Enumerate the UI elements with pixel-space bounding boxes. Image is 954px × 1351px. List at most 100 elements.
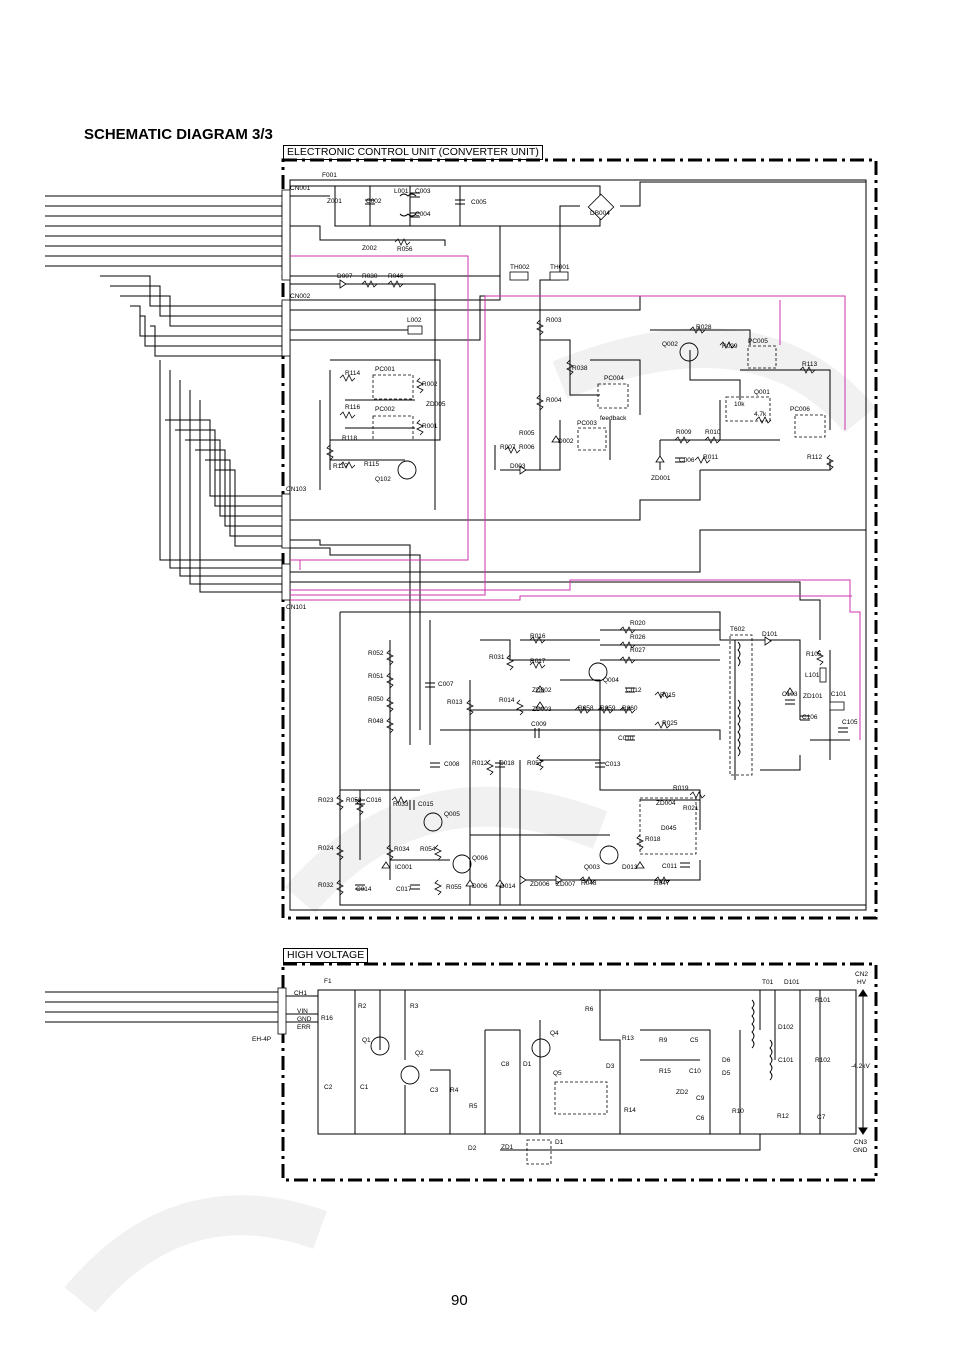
svg-text:D102: D102 bbox=[778, 1024, 794, 1031]
hv-arrow bbox=[858, 989, 868, 1135]
watermark-graphic bbox=[64, 328, 876, 1313]
hv-transformer bbox=[751, 999, 773, 1081]
svg-text:R046: R046 bbox=[388, 273, 404, 280]
svg-text:R13: R13 bbox=[622, 1035, 634, 1042]
svg-text:Z001: Z001 bbox=[327, 198, 342, 205]
svg-text:R007: R007 bbox=[500, 444, 516, 451]
ecu-labels: CN001 F001 Z001 C002 L001 C003 C004 C005… bbox=[286, 172, 858, 893]
svg-text:R101: R101 bbox=[815, 997, 831, 1004]
svg-text:CH1: CH1 bbox=[294, 990, 307, 997]
svg-text:R026: R026 bbox=[630, 634, 646, 641]
misc-parts bbox=[407, 193, 845, 711]
svg-text:R12: R12 bbox=[777, 1113, 789, 1120]
svg-text:D2: D2 bbox=[468, 1145, 477, 1152]
svg-text:Q006: Q006 bbox=[472, 855, 488, 862]
svg-text:C10: C10 bbox=[689, 1068, 701, 1075]
svg-text:GND: GND bbox=[297, 1016, 312, 1023]
svg-text:R025: R025 bbox=[662, 720, 678, 727]
svg-text:T602: T602 bbox=[730, 626, 745, 633]
svg-text:R105: R105 bbox=[806, 651, 822, 658]
svg-text:CN002: CN002 bbox=[290, 293, 311, 300]
svg-text:L002: L002 bbox=[407, 317, 422, 324]
svg-text:R048: R048 bbox=[368, 718, 384, 725]
svg-text:R054: R054 bbox=[420, 846, 436, 853]
svg-text:R030: R030 bbox=[362, 273, 378, 280]
highlight-wiring bbox=[290, 255, 861, 740]
hv-wiring bbox=[286, 989, 857, 1151]
svg-text:Z002: Z002 bbox=[362, 245, 377, 252]
svg-text:D1: D1 bbox=[523, 1061, 532, 1068]
svg-text:D013: D013 bbox=[622, 864, 638, 871]
svg-text:10k: 10k bbox=[734, 401, 745, 408]
svg-text:R001: R001 bbox=[422, 423, 438, 430]
svg-text:PC005: PC005 bbox=[748, 338, 768, 345]
svg-text:D007: D007 bbox=[337, 273, 353, 280]
svg-text:ZD007: ZD007 bbox=[556, 881, 576, 888]
hv-incoming-wires bbox=[45, 991, 278, 1023]
svg-text:D006: D006 bbox=[472, 883, 488, 890]
svg-text:R047: R047 bbox=[654, 880, 670, 887]
svg-text:VIN: VIN bbox=[297, 1008, 308, 1015]
svg-text:C016: C016 bbox=[366, 797, 382, 804]
svg-text:T01: T01 bbox=[762, 979, 774, 986]
svg-text:R050: R050 bbox=[368, 696, 384, 703]
svg-text:R011: R011 bbox=[703, 454, 718, 461]
svg-text:R118: R118 bbox=[342, 435, 357, 442]
svg-text:Q004: Q004 bbox=[603, 677, 619, 684]
svg-text:C005: C005 bbox=[471, 199, 487, 206]
svg-text:C5: C5 bbox=[690, 1037, 699, 1044]
svg-text:R052: R052 bbox=[368, 650, 384, 657]
cn2-label-line2: HV bbox=[857, 979, 867, 986]
hv-section-label: HIGH VOLTAGE bbox=[283, 948, 369, 963]
svg-text:Q102: Q102 bbox=[375, 476, 391, 483]
svg-text:feedback: feedback bbox=[600, 415, 627, 422]
svg-text:C014: C014 bbox=[356, 886, 372, 893]
svg-text:R053: R053 bbox=[346, 797, 362, 804]
svg-text:R027: R027 bbox=[630, 647, 646, 654]
svg-text:CN103: CN103 bbox=[286, 486, 307, 493]
svg-text:R10: R10 bbox=[732, 1108, 744, 1115]
svg-text:CN001: CN001 bbox=[290, 185, 311, 192]
svg-text:R019: R019 bbox=[673, 785, 689, 792]
svg-text:Q003: Q003 bbox=[584, 864, 600, 871]
svg-text:C017: C017 bbox=[396, 886, 412, 893]
svg-text:R017: R017 bbox=[530, 658, 546, 665]
resistor-symbols bbox=[326, 238, 834, 896]
svg-text:R4: R4 bbox=[450, 1087, 459, 1094]
svg-text:R14: R14 bbox=[624, 1107, 636, 1114]
svg-text:D3: D3 bbox=[606, 1063, 615, 1070]
svg-text:D002: D002 bbox=[558, 438, 574, 445]
hv-transistors bbox=[370, 1036, 551, 1085]
svg-text:Q002: Q002 bbox=[662, 341, 678, 348]
transistor-symbols bbox=[397, 342, 699, 874]
page-number: 90 bbox=[451, 1292, 468, 1309]
svg-text:ZD002: ZD002 bbox=[532, 687, 552, 694]
svg-text:R010: R010 bbox=[705, 429, 721, 436]
svg-text:R115: R115 bbox=[364, 461, 379, 468]
svg-text:C011: C011 bbox=[662, 863, 677, 870]
svg-text:ZD004: ZD004 bbox=[656, 800, 676, 807]
svg-text:R056: R056 bbox=[397, 246, 413, 253]
hv-output-labels: CN2 HV -4.2kV CN3 GND bbox=[851, 971, 870, 1154]
svg-text:C010: C010 bbox=[618, 735, 634, 742]
svg-text:R2: R2 bbox=[358, 1003, 367, 1010]
diode-symbols bbox=[339, 279, 795, 887]
svg-text:ZD005: ZD005 bbox=[426, 401, 446, 408]
svg-text:D5: D5 bbox=[722, 1070, 731, 1077]
svg-text:4.7k: 4.7k bbox=[754, 411, 767, 418]
svg-text:R060: R060 bbox=[622, 705, 638, 712]
incoming-wires bbox=[45, 195, 283, 593]
cn2-label-line1: CN2 bbox=[855, 971, 868, 978]
voltage-label: -4.2kV bbox=[851, 1063, 870, 1070]
svg-text:R003: R003 bbox=[546, 317, 562, 324]
svg-text:D101: D101 bbox=[784, 979, 800, 986]
svg-text:R3: R3 bbox=[410, 1003, 419, 1010]
svg-text:C004: C004 bbox=[415, 211, 431, 218]
svg-text:R15: R15 bbox=[659, 1068, 671, 1075]
svg-text:R117: R117 bbox=[333, 463, 348, 470]
svg-text:R020: R020 bbox=[630, 620, 646, 627]
svg-text:IC101: IC101 bbox=[829, 691, 847, 698]
svg-text:PC003: PC003 bbox=[577, 420, 597, 427]
svg-text:C006: C006 bbox=[679, 457, 695, 464]
page-title: SCHEMATIC DIAGRAM 3/3 bbox=[84, 126, 273, 143]
